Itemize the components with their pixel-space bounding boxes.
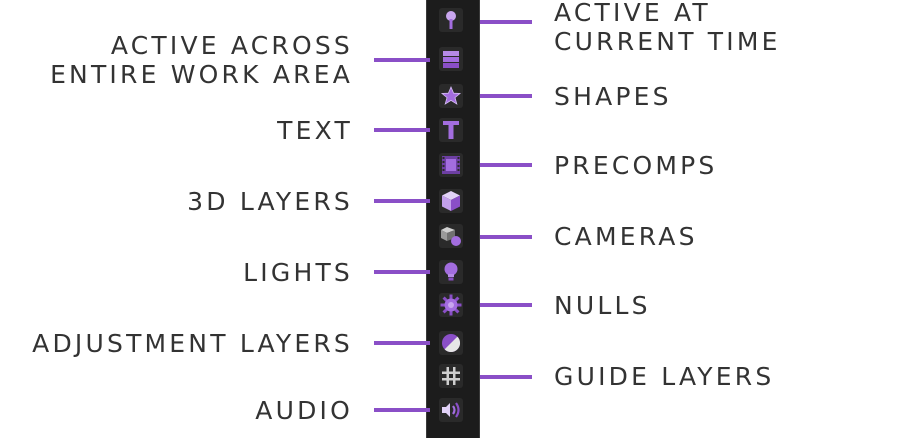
cube-icon[interactable] — [437, 187, 465, 215]
label-line-1: ACTIVE ACROSS — [110, 31, 353, 60]
label-lights: LIGHTS — [243, 258, 353, 287]
label-precomps: PRECOMPS — [554, 151, 718, 180]
stacked-layers-icon[interactable] — [437, 45, 465, 73]
adjustment-circle-icon[interactable] — [437, 329, 465, 357]
connector-active-current-time — [480, 20, 532, 24]
connector-shapes — [480, 94, 532, 98]
star-shape-icon[interactable] — [437, 82, 465, 110]
sun-gear-icon[interactable] — [437, 291, 465, 319]
light-bulb-icon[interactable] — [437, 258, 465, 286]
connector-text — [374, 128, 430, 132]
label-text: TEXT — [277, 116, 353, 145]
connector-cameras — [480, 235, 532, 239]
text-t-icon[interactable] — [437, 116, 465, 144]
label-nulls: NULLS — [554, 291, 651, 320]
label-line-2: CURRENT TIME — [554, 27, 781, 56]
label-active-at-current-time: ACTIVE AT CURRENT TIME — [554, 0, 781, 56]
label-shapes: SHAPES — [554, 82, 672, 111]
connector-adjustment-layers — [374, 341, 430, 345]
pushpin-icon[interactable] — [437, 6, 465, 34]
connector-guide-layers — [480, 375, 532, 379]
connector-audio — [374, 408, 430, 412]
hash-grid-icon[interactable] — [437, 362, 465, 390]
connector-nulls — [480, 303, 532, 307]
label-line-1: ACTIVE AT — [554, 0, 711, 27]
label-guide-layers: GUIDE LAYERS — [554, 362, 775, 391]
film-strip-icon[interactable] — [437, 151, 465, 179]
connector-active-work-area — [374, 58, 430, 62]
label-3d-layers: 3D LAYERS — [187, 187, 353, 216]
label-active-across-work-area: ACTIVE ACROSS ENTIRE WORK AREA — [50, 31, 353, 89]
label-line-2: ENTIRE WORK AREA — [50, 60, 353, 89]
connector-precomps — [480, 163, 532, 167]
label-cameras: CAMERAS — [554, 222, 698, 251]
label-audio: AUDIO — [255, 396, 353, 425]
connector-lights — [374, 270, 430, 274]
speaker-icon[interactable] — [437, 396, 465, 424]
camera-icon[interactable] — [437, 222, 465, 250]
label-adjustment-layers: ADJUSTMENT LAYERS — [32, 329, 353, 358]
connector-3d-layers — [374, 199, 430, 203]
